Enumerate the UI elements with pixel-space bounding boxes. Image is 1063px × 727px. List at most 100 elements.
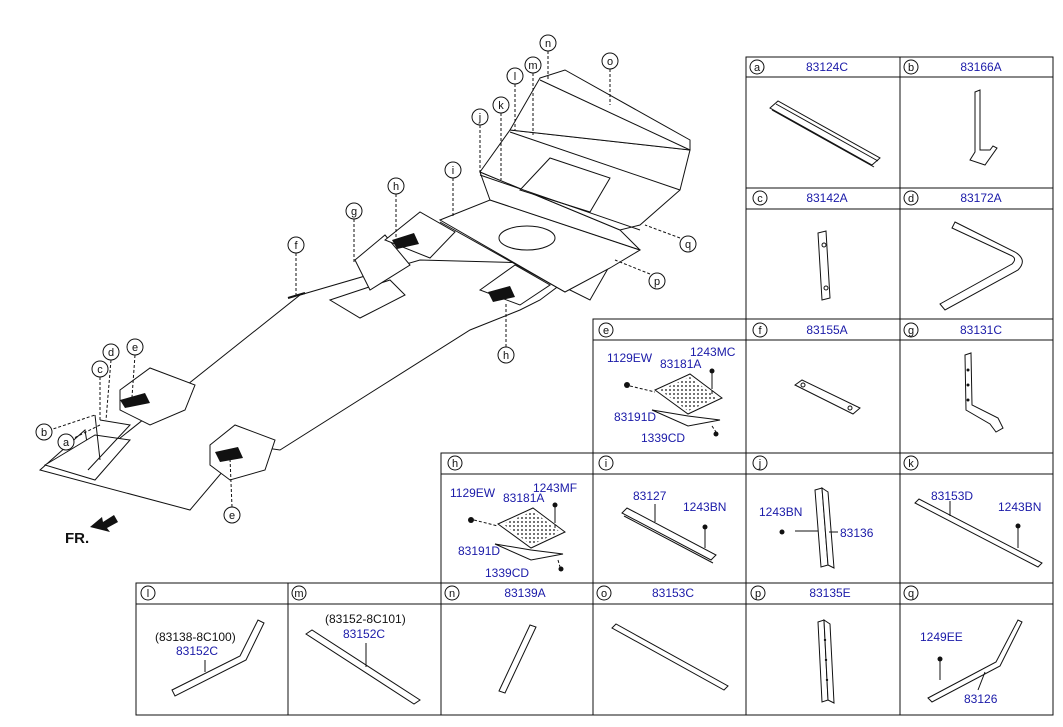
- panel-i-label-83127[interactable]: 83127: [633, 489, 667, 503]
- part-83124c-drawing: [769, 100, 881, 168]
- callout-e-2[interactable]: [223, 506, 241, 524]
- panel-g-badge: [903, 322, 919, 338]
- callout-e-2-label: e: [229, 510, 235, 522]
- callout-k-label: k: [498, 100, 504, 112]
- panel-n: n 83139A: [444, 585, 546, 694]
- panel-j-label-83136[interactable]: 83136: [840, 526, 874, 540]
- panel-q: q 1249EE 83126: [903, 585, 1023, 706]
- part-83153d-drawing: [914, 498, 1043, 568]
- panel-b-badge: [903, 59, 919, 75]
- panel-d-letter: d: [908, 193, 914, 205]
- panel-h-label-1243mf[interactable]: 1243MF: [533, 481, 577, 495]
- callout-q-label: q: [685, 239, 691, 251]
- panel-m-part-number[interactable]: 83152C: [343, 627, 385, 641]
- panel-j-badge: [752, 455, 768, 471]
- panel-k-label-1243bn[interactable]: 1243BN: [998, 500, 1041, 514]
- panel-b: b 83166A: [903, 59, 1002, 166]
- callout-a[interactable]: [57, 433, 75, 451]
- panel-g-letter: g: [908, 325, 914, 337]
- panel-n-part-number[interactable]: 83139A: [504, 586, 545, 600]
- panel-e-label-83191d[interactable]: 83191D: [614, 410, 656, 424]
- panel-g: g 83131C: [903, 322, 1004, 433]
- callout-c[interactable]: [91, 360, 109, 378]
- callout-c-label: c: [97, 364, 103, 376]
- callout-n-label: n: [545, 38, 551, 50]
- panel-i-letter: i: [605, 458, 607, 470]
- part-83181a-drawing: [629, 373, 723, 433]
- part-83135e-drawing: [817, 619, 835, 704]
- panel-d: d 83172A: [903, 190, 1023, 311]
- callout-j[interactable]: [471, 108, 489, 126]
- screw-icon: [468, 502, 564, 572]
- panel-p: p 83135E: [750, 585, 851, 704]
- panel-l-part-number[interactable]: 83152C: [176, 644, 218, 658]
- callout-o-label: o: [607, 56, 613, 68]
- panel-q-label-1249ee[interactable]: 1249EE: [920, 630, 963, 644]
- panel-e-label-1339cd[interactable]: 1339CD: [641, 431, 685, 445]
- panel-q-label-83126[interactable]: 83126: [964, 692, 998, 706]
- callout-i[interactable]: [444, 161, 462, 179]
- part-83153c-drawing: [611, 623, 729, 691]
- callout-q[interactable]: [679, 235, 697, 253]
- panel-q-badge: [903, 585, 919, 601]
- callout-m-label: m: [528, 60, 537, 72]
- panel-e-label-1243mc[interactable]: 1243MC: [690, 345, 736, 359]
- panel-e-label-83181a[interactable]: 83181A: [660, 357, 701, 371]
- callout-l[interactable]: [506, 67, 524, 85]
- callout-h-2[interactable]: [497, 346, 515, 364]
- panel-b-part-number[interactable]: 83166A: [960, 60, 1001, 74]
- callout-d[interactable]: [102, 343, 120, 361]
- panel-j: j 1243BN 83136: [752, 455, 874, 569]
- panel-h-label-1339cd[interactable]: 1339CD: [485, 566, 529, 580]
- callout-h-1[interactable]: [387, 177, 405, 195]
- callout-o[interactable]: [601, 52, 619, 70]
- panel-f-part-number[interactable]: 83155A: [806, 323, 847, 337]
- panel-a-part-number[interactable]: 83124C: [806, 60, 848, 74]
- panel-i-badge: [598, 455, 614, 471]
- part-83136-drawing: [779, 487, 838, 569]
- panel-p-part-number[interactable]: 83135E: [809, 586, 850, 600]
- main-callouts: a b c d e e f g h h i j: [35, 34, 697, 524]
- part-83127-drawing: [621, 504, 717, 564]
- callout-h-2-label: h: [503, 350, 509, 362]
- part-83172a-drawing: [939, 221, 1023, 311]
- panel-c-part-number[interactable]: 83142A: [806, 191, 847, 205]
- panel-d-part-number[interactable]: 83172A: [960, 191, 1001, 205]
- screw-icon: [624, 368, 719, 437]
- panel-j-label-1243bn[interactable]: 1243BN: [759, 505, 802, 519]
- panel-e-label-1129ew[interactable]: 1129EW: [607, 351, 653, 365]
- part-83152c-m-drawing: [305, 629, 421, 705]
- callout-n[interactable]: [539, 34, 557, 52]
- panel-c-badge: [752, 190, 768, 206]
- part-83155a-drawing: [794, 379, 861, 415]
- panel-h-label-83191d[interactable]: 83191D: [458, 544, 500, 558]
- callout-g[interactable]: [345, 202, 363, 220]
- panel-h-label-83181a[interactable]: 83181A: [503, 491, 544, 505]
- callout-p-label: p: [654, 276, 660, 288]
- callout-p[interactable]: [648, 272, 666, 290]
- panel-o-part-number[interactable]: 83153C: [652, 586, 694, 600]
- panel-o: o 83153C: [596, 585, 729, 691]
- panel-b-letter: b: [908, 62, 914, 74]
- callout-h-1-label: h: [393, 181, 399, 193]
- callout-f[interactable]: [287, 236, 305, 254]
- panel-e: e 1129EW 83181A 1243MC 83191D 1339CD: [598, 322, 736, 445]
- callout-m[interactable]: [524, 56, 542, 74]
- panel-h-letter: h: [452, 458, 458, 470]
- callout-k[interactable]: [492, 96, 510, 114]
- panel-f-letter: f: [758, 325, 762, 337]
- callout-e-1[interactable]: [126, 338, 144, 356]
- part-83166a-drawing: [969, 89, 998, 166]
- panel-h-badge: [447, 455, 463, 471]
- panel-n-badge: [444, 585, 460, 601]
- panel-k-label-83153d[interactable]: 83153D: [931, 489, 973, 503]
- callout-b[interactable]: [35, 423, 53, 441]
- panel-i-label-1243bn[interactable]: 1243BN: [683, 500, 726, 514]
- callout-e-1-label: e: [132, 342, 138, 354]
- panel-g-part-number[interactable]: 83131C: [960, 323, 1002, 337]
- panel-l: l (83138-8C100) 83152C: [140, 585, 265, 697]
- panel-d-badge: [903, 190, 919, 206]
- callout-g-label: g: [351, 206, 357, 218]
- panel-h-label-1129ew[interactable]: 1129EW: [450, 486, 496, 500]
- part-83181a-h-drawing: [473, 507, 566, 568]
